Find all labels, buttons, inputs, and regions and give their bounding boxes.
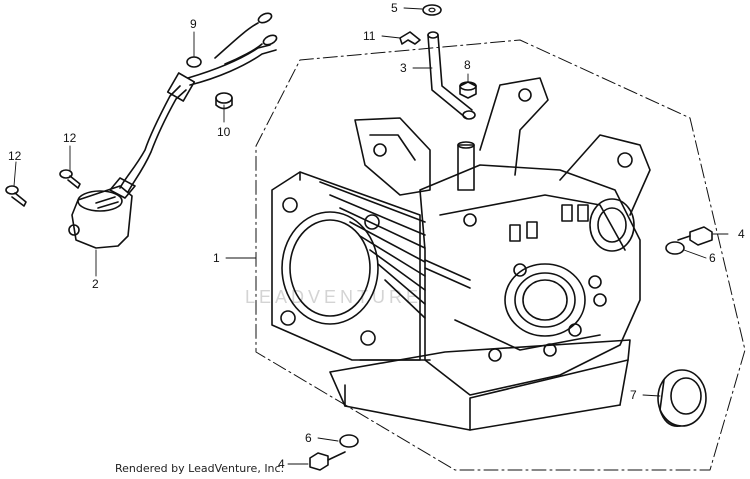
crankcase-body [419, 164, 641, 396]
screw-top [59, 169, 81, 189]
crankcase-base [329, 339, 631, 431]
oil-alert-sensor [68, 12, 278, 249]
nut [459, 81, 477, 99]
flange-bolt-bottom [309, 451, 346, 471]
cylinder [271, 171, 431, 361]
clip [399, 31, 421, 45]
flange-bolt-right [677, 226, 713, 246]
callout-6-bottom: 6 [305, 431, 312, 445]
watermark: LEADVENTURE [245, 287, 422, 307]
callout-4-bottom: 4 [278, 457, 285, 471]
callout-10: 10 [217, 125, 231, 139]
callout-11: 11 [363, 29, 376, 43]
breather-tube [427, 31, 476, 120]
upper-left-bracket [354, 117, 431, 196]
callout-6-right: 6 [709, 251, 716, 265]
o-ring [186, 56, 202, 68]
callout-12-top: 12 [63, 131, 77, 145]
main-bearing-bore [504, 263, 586, 337]
dowel-washer-right [665, 241, 685, 255]
callout-5: 5 [391, 1, 398, 15]
cylinder-bore [281, 211, 379, 325]
leader-lines [13, 7, 729, 465]
oil-seal [657, 369, 707, 427]
callout-1: 1 [213, 251, 220, 265]
crankcase [329, 77, 651, 431]
screw-left [5, 185, 27, 207]
washer-top [422, 4, 442, 16]
callout-labels: 1 2 3 4 4 5 6 6 7 8 9 10 11 12 12 [8, 1, 745, 471]
callout-12-left: 12 [8, 149, 22, 163]
assembly-boundary [255, 39, 746, 471]
render-credit: Rendered by LeadVenture, Inc. [115, 462, 284, 475]
callout-8: 8 [464, 58, 471, 72]
callout-9: 9 [190, 17, 197, 31]
camshaft-bore [589, 198, 635, 252]
callout-2: 2 [92, 277, 99, 291]
upper-bracket-arm [479, 77, 549, 176]
callout-4-right: 4 [738, 227, 745, 241]
upper-right-bracket [559, 134, 651, 216]
callout-3: 3 [400, 61, 407, 75]
callout-7: 7 [630, 388, 637, 402]
dowel-washer-bottom [339, 434, 359, 448]
